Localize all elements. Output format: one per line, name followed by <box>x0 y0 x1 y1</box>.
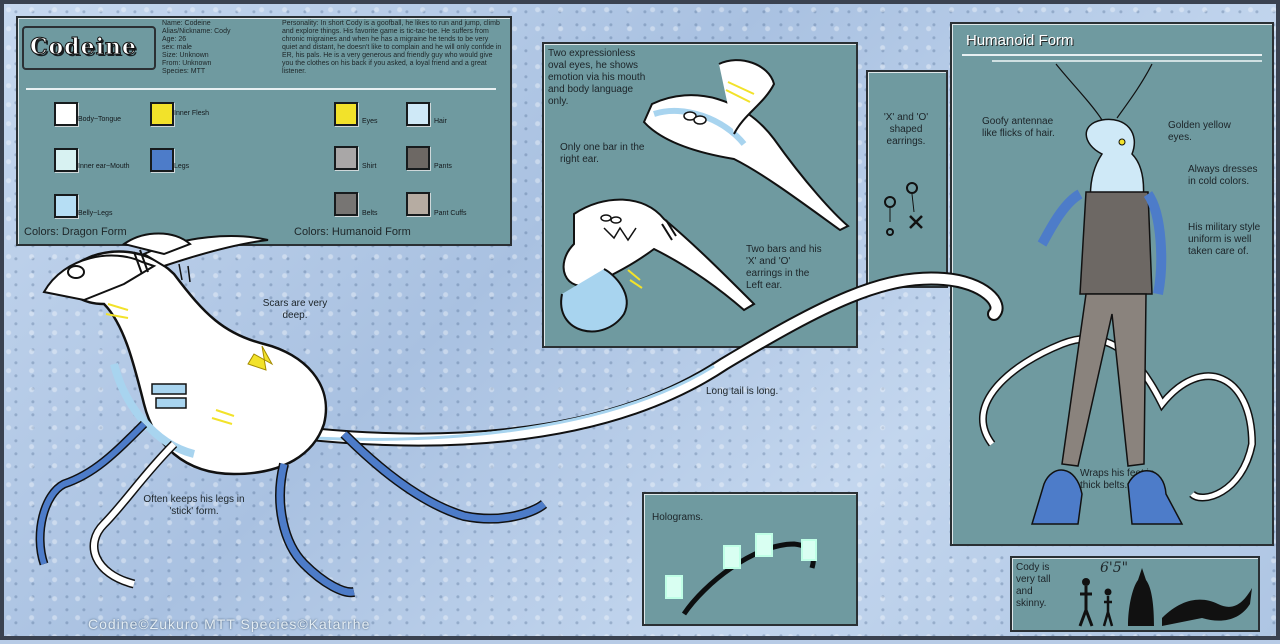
swatch-pants <box>406 146 430 170</box>
profile-species: Species: MTT <box>162 68 206 75</box>
note-feet: Wraps his feet in thick belts. <box>1080 468 1155 491</box>
dragon-note-scars: Scars are very deep. <box>262 298 328 321</box>
head-note-left-ear: Two bars and his 'X' and 'O' earrings in… <box>746 244 822 291</box>
hologram-sketch <box>665 533 817 616</box>
dragon-form-figure <box>35 232 1004 598</box>
swatch-inner-ear-mouth <box>54 148 78 172</box>
profile-age: Age: 26 <box>162 36 187 43</box>
note-antennae: Goofy antennae like flicks of hair. <box>982 116 1055 139</box>
swatch-label-eyes: Eyes <box>362 118 378 125</box>
earring-sketch <box>884 182 923 236</box>
personality-text: Personality: In short Cody is a goofball… <box>282 20 502 75</box>
swatch-hair <box>406 102 430 126</box>
swatch-label-shirt: Shirt <box>362 163 377 170</box>
hologram-note: Holograms. <box>652 512 704 523</box>
humanoid-panel: Humanoid Form Goofy antennae like flicks… <box>950 22 1274 546</box>
height-note: Cody is very tall and skinny. <box>1016 562 1051 609</box>
swatch-label-body-tongue: Body~Tongue <box>78 116 122 123</box>
dragon-note-tail: Long tail is long. <box>706 386 779 397</box>
swatch-body-tongue <box>54 102 78 126</box>
height-value: 6'5" <box>1100 560 1129 576</box>
profile-sex: sex: male <box>162 44 192 51</box>
note-uniform: His military style uniform is well taken… <box>1188 222 1261 257</box>
profile-from: From: Unknown <box>162 60 212 67</box>
swatch-shirt <box>334 146 358 170</box>
swatch-legs <box>150 148 174 172</box>
height-panel: Cody is very tall and skinny. 6'5" <box>1010 556 1260 632</box>
open-mouth-head <box>560 198 756 333</box>
profile-size: Size: Unknown <box>162 52 209 59</box>
swatch-label-belts: Belts <box>362 210 378 217</box>
humanoid-divider-2 <box>992 60 1262 62</box>
swatch-label-pants: Pants <box>434 163 452 170</box>
swatch-label-hair: Hair <box>434 118 447 125</box>
profile-block: Name: Codeine Alias/Nickname: Cody Age: … <box>162 20 287 76</box>
swatch-belts <box>334 192 358 216</box>
head-detail-panel: Two expressionless oval eyes, he shows e… <box>542 42 858 348</box>
title-logo: Codeine <box>22 26 156 70</box>
swatch-label-inner-flesh: Inner Flesh <box>174 110 210 117</box>
profile-name: Name: Codeine <box>162 20 211 27</box>
swatch-label-inner-ear-mouth: Inner ear~Mouth <box>78 163 130 170</box>
swatch-belly-legs <box>54 194 78 218</box>
dragon-head-sketches <box>560 59 850 333</box>
humanoid-divider-1 <box>962 54 1262 56</box>
head-note-eyes: Two expressionless oval eyes, he shows e… <box>548 48 646 107</box>
head-note-right-ear: Only one bar in the right ear. <box>560 142 645 165</box>
note-eyes: Golden yellow eyes. <box>1168 120 1231 143</box>
height-comparison <box>1078 568 1252 627</box>
note-colors: Always dresses in cold colors. <box>1188 164 1258 187</box>
swatch-label-belly-legs: Belly~Legs <box>78 210 113 217</box>
dragon-note-legs: Often keeps his legs in 'stick' form. <box>143 494 245 517</box>
swatch-label-legs: Legs <box>174 163 190 170</box>
swatch-eyes <box>334 102 358 126</box>
hologram-panel: Holograms. <box>642 492 858 626</box>
humanoid-colors-heading: Colors: Humanoid Form <box>294 226 411 238</box>
credit-caption: Codine©Zukuro MTT Species©Katarrhe <box>88 616 371 632</box>
humanoid-heading: Humanoid Form <box>966 32 1074 49</box>
info-panel: Codeine Name: Codeine Alias/Nickname: Co… <box>16 16 512 246</box>
closed-mouth-head <box>642 59 850 232</box>
earring-panel: 'X' and 'O' shaped earrings. <box>866 70 948 288</box>
title-logo-text: Codeine <box>30 34 137 61</box>
info-divider <box>26 88 496 90</box>
dragon-colors-heading: Colors: Dragon Form <box>24 226 127 238</box>
swatch-label-pant-cuffs: Pant Cuffs <box>434 210 467 217</box>
earring-note: 'X' and 'O' shaped earrings. <box>883 112 929 147</box>
swatch-inner-flesh <box>150 102 174 126</box>
swatch-pant-cuffs <box>406 192 430 216</box>
humanoid-figure <box>979 63 1257 525</box>
profile-alias: Alias/Nickname: Cody <box>162 28 231 35</box>
